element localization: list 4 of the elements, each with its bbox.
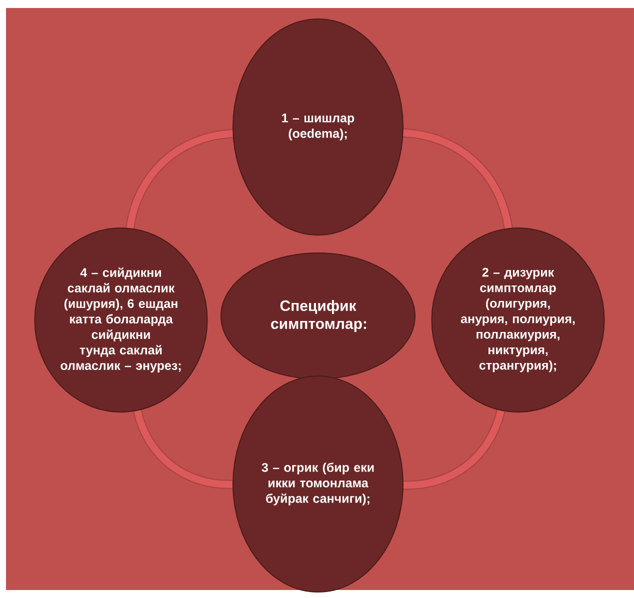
ring-connector xyxy=(402,128,513,230)
ring-connector xyxy=(132,409,233,489)
ring-connector xyxy=(126,129,234,230)
ring-connector xyxy=(403,409,506,490)
